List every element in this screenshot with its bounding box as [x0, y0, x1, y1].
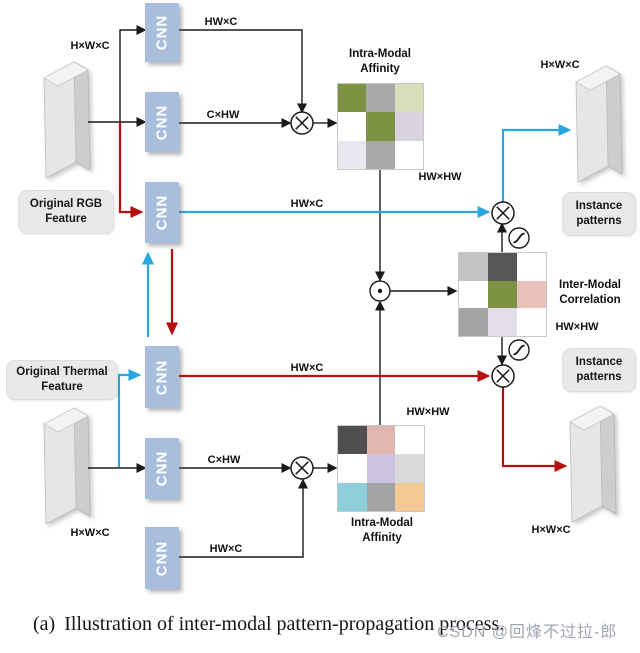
rgb-cnn1-to-multiply-line: [179, 29, 307, 114]
diagram-wires: [43, 25, 623, 558]
rgb-cnn2-block: CNN: [145, 92, 179, 152]
matrix-cell: [488, 308, 517, 336]
rgb-affinity-title: Intra-Modal Affinity: [349, 48, 411, 75]
multiply-operator-icon: [290, 111, 314, 135]
matrix-cell: [394, 84, 423, 113]
multiply-to-rgb-output-blue-line: [501, 124, 572, 202]
rgb-cnn1-block: CNN: [145, 3, 179, 62]
sigmoid-icon: [508, 227, 530, 249]
matrix-cell: [394, 140, 423, 169]
matrix-cell: [338, 426, 367, 455]
rgb-instance-pattern-slab: [575, 65, 623, 183]
thermal-affinity-dims-label: HW×HW: [406, 406, 450, 418]
thermal-cnn1-block: CNN: [145, 346, 179, 408]
badge-label: Instance patterns: [575, 200, 623, 227]
matrix-cell: [517, 308, 546, 336]
cnn-label: CNN: [153, 194, 171, 231]
matrix-cell: [338, 482, 367, 511]
matrix-cell: [488, 280, 517, 309]
thermal-instance-patterns-badge: Instance patterns: [562, 348, 636, 392]
matrix-cell: [338, 454, 367, 483]
thermal-dims-label: H×W×C: [70, 527, 110, 539]
matrix-cell: [366, 426, 396, 455]
matrix-cell: [517, 280, 546, 309]
cnn-label: CNN: [153, 450, 171, 487]
cnn-label: CNN: [153, 540, 171, 576]
badge-label: Original RGB Feature: [29, 198, 103, 225]
multiply-operator-icon: [491, 201, 515, 225]
caption-index: (a): [33, 613, 56, 635]
matrix-cell: [459, 253, 488, 281]
thermal-cnn3-block: CNN: [145, 527, 179, 589]
rgb-feature-badge: Original RGB Feature: [18, 190, 114, 234]
multiply-operator-icon: [491, 364, 515, 388]
csdn-watermark: CSDN @回烽不过拉-郎: [437, 624, 618, 641]
rgb-feature-slab: [43, 61, 91, 179]
rgb-arrow-mid-label: C×HW: [206, 109, 240, 121]
thermal-intra-modal-affinity-matrix: [337, 425, 425, 512]
thermal-instance-pattern-slab: [569, 405, 617, 523]
rgb-instance-patterns-badge: Instance patterns: [562, 192, 636, 236]
matrix-cell: [459, 308, 488, 336]
matrix-cell: [517, 253, 546, 281]
thermal-affinity-title: Intra-Modal Affinity: [351, 517, 413, 544]
caption-text: Illustration of inter-modal pattern-prop…: [64, 613, 505, 635]
matrix-cell: [338, 140, 367, 169]
rgb-cnn3-block: CNN: [145, 182, 179, 243]
badge-label: Original Thermal Feature: [16, 366, 108, 393]
inter-modal-dims-label: HW×HW: [555, 321, 599, 333]
matrix-cell: [394, 112, 423, 141]
rgb-dims-label: H×W×C: [70, 40, 110, 52]
figure-caption: (a) Illustration of inter-modal pattern-p…: [33, 613, 504, 636]
dot-product-icon: [369, 280, 391, 302]
cnn-label: CNN: [153, 359, 171, 395]
matrix-cell: [366, 140, 395, 169]
cnn-label: CNN: [153, 104, 171, 140]
thermal-arrow-mid-label: C×HW: [207, 454, 241, 466]
matrix-cell: [338, 112, 367, 141]
thermal-arrow-bottom-label: HW×C: [209, 543, 243, 555]
rgb-arrow-top-label: HW×C: [204, 16, 238, 28]
thermal-cnn3-to-multiply-line: [179, 478, 308, 558]
matrix-cell: [395, 426, 424, 455]
matrix-cell: [395, 454, 424, 483]
thermal-output-dims-label: H×W×C: [531, 524, 571, 536]
thermal-slab-to-cnn1-blue-line: [117, 369, 142, 467]
matrix-cell: [366, 84, 395, 113]
multiply-operator-icon: [290, 456, 314, 480]
rgb-slab-to-cnn3-red-line: [118, 122, 144, 218]
cnn-label: CNN: [153, 14, 171, 51]
rgb-affinity-dims-label: HW×HW: [418, 171, 462, 183]
thermal-feature-badge: Original Thermal Feature: [6, 360, 118, 400]
thermal-arrow-out-label: HW×C: [290, 362, 324, 374]
sigmoid-icon: [508, 339, 530, 361]
inter-modal-correlation-matrix: [458, 252, 547, 337]
multiply-to-thermal-output-red-line: [501, 387, 568, 472]
thermal-feature-slab: [43, 407, 91, 525]
matrix-cell: [395, 482, 424, 511]
badge-label: Instance patterns: [575, 356, 623, 383]
rgb-slab-to-cnn1-line: [119, 25, 147, 122]
rgb-intra-modal-affinity-matrix: [337, 83, 424, 170]
thermal-cnn2-block: CNN: [145, 438, 179, 499]
matrix-cell: [366, 112, 395, 141]
rgb-arrow-out-label: HW×C: [290, 198, 324, 210]
matrix-cell: [366, 482, 396, 511]
matrix-cell: [488, 253, 517, 281]
rgb-output-dims-label: H×W×C: [540, 59, 580, 71]
matrix-cell: [459, 280, 488, 309]
matrix-cell: [338, 84, 367, 113]
matrix-cell: [366, 454, 396, 483]
inter-modal-title: Inter-Modal Correlation: [559, 279, 621, 306]
